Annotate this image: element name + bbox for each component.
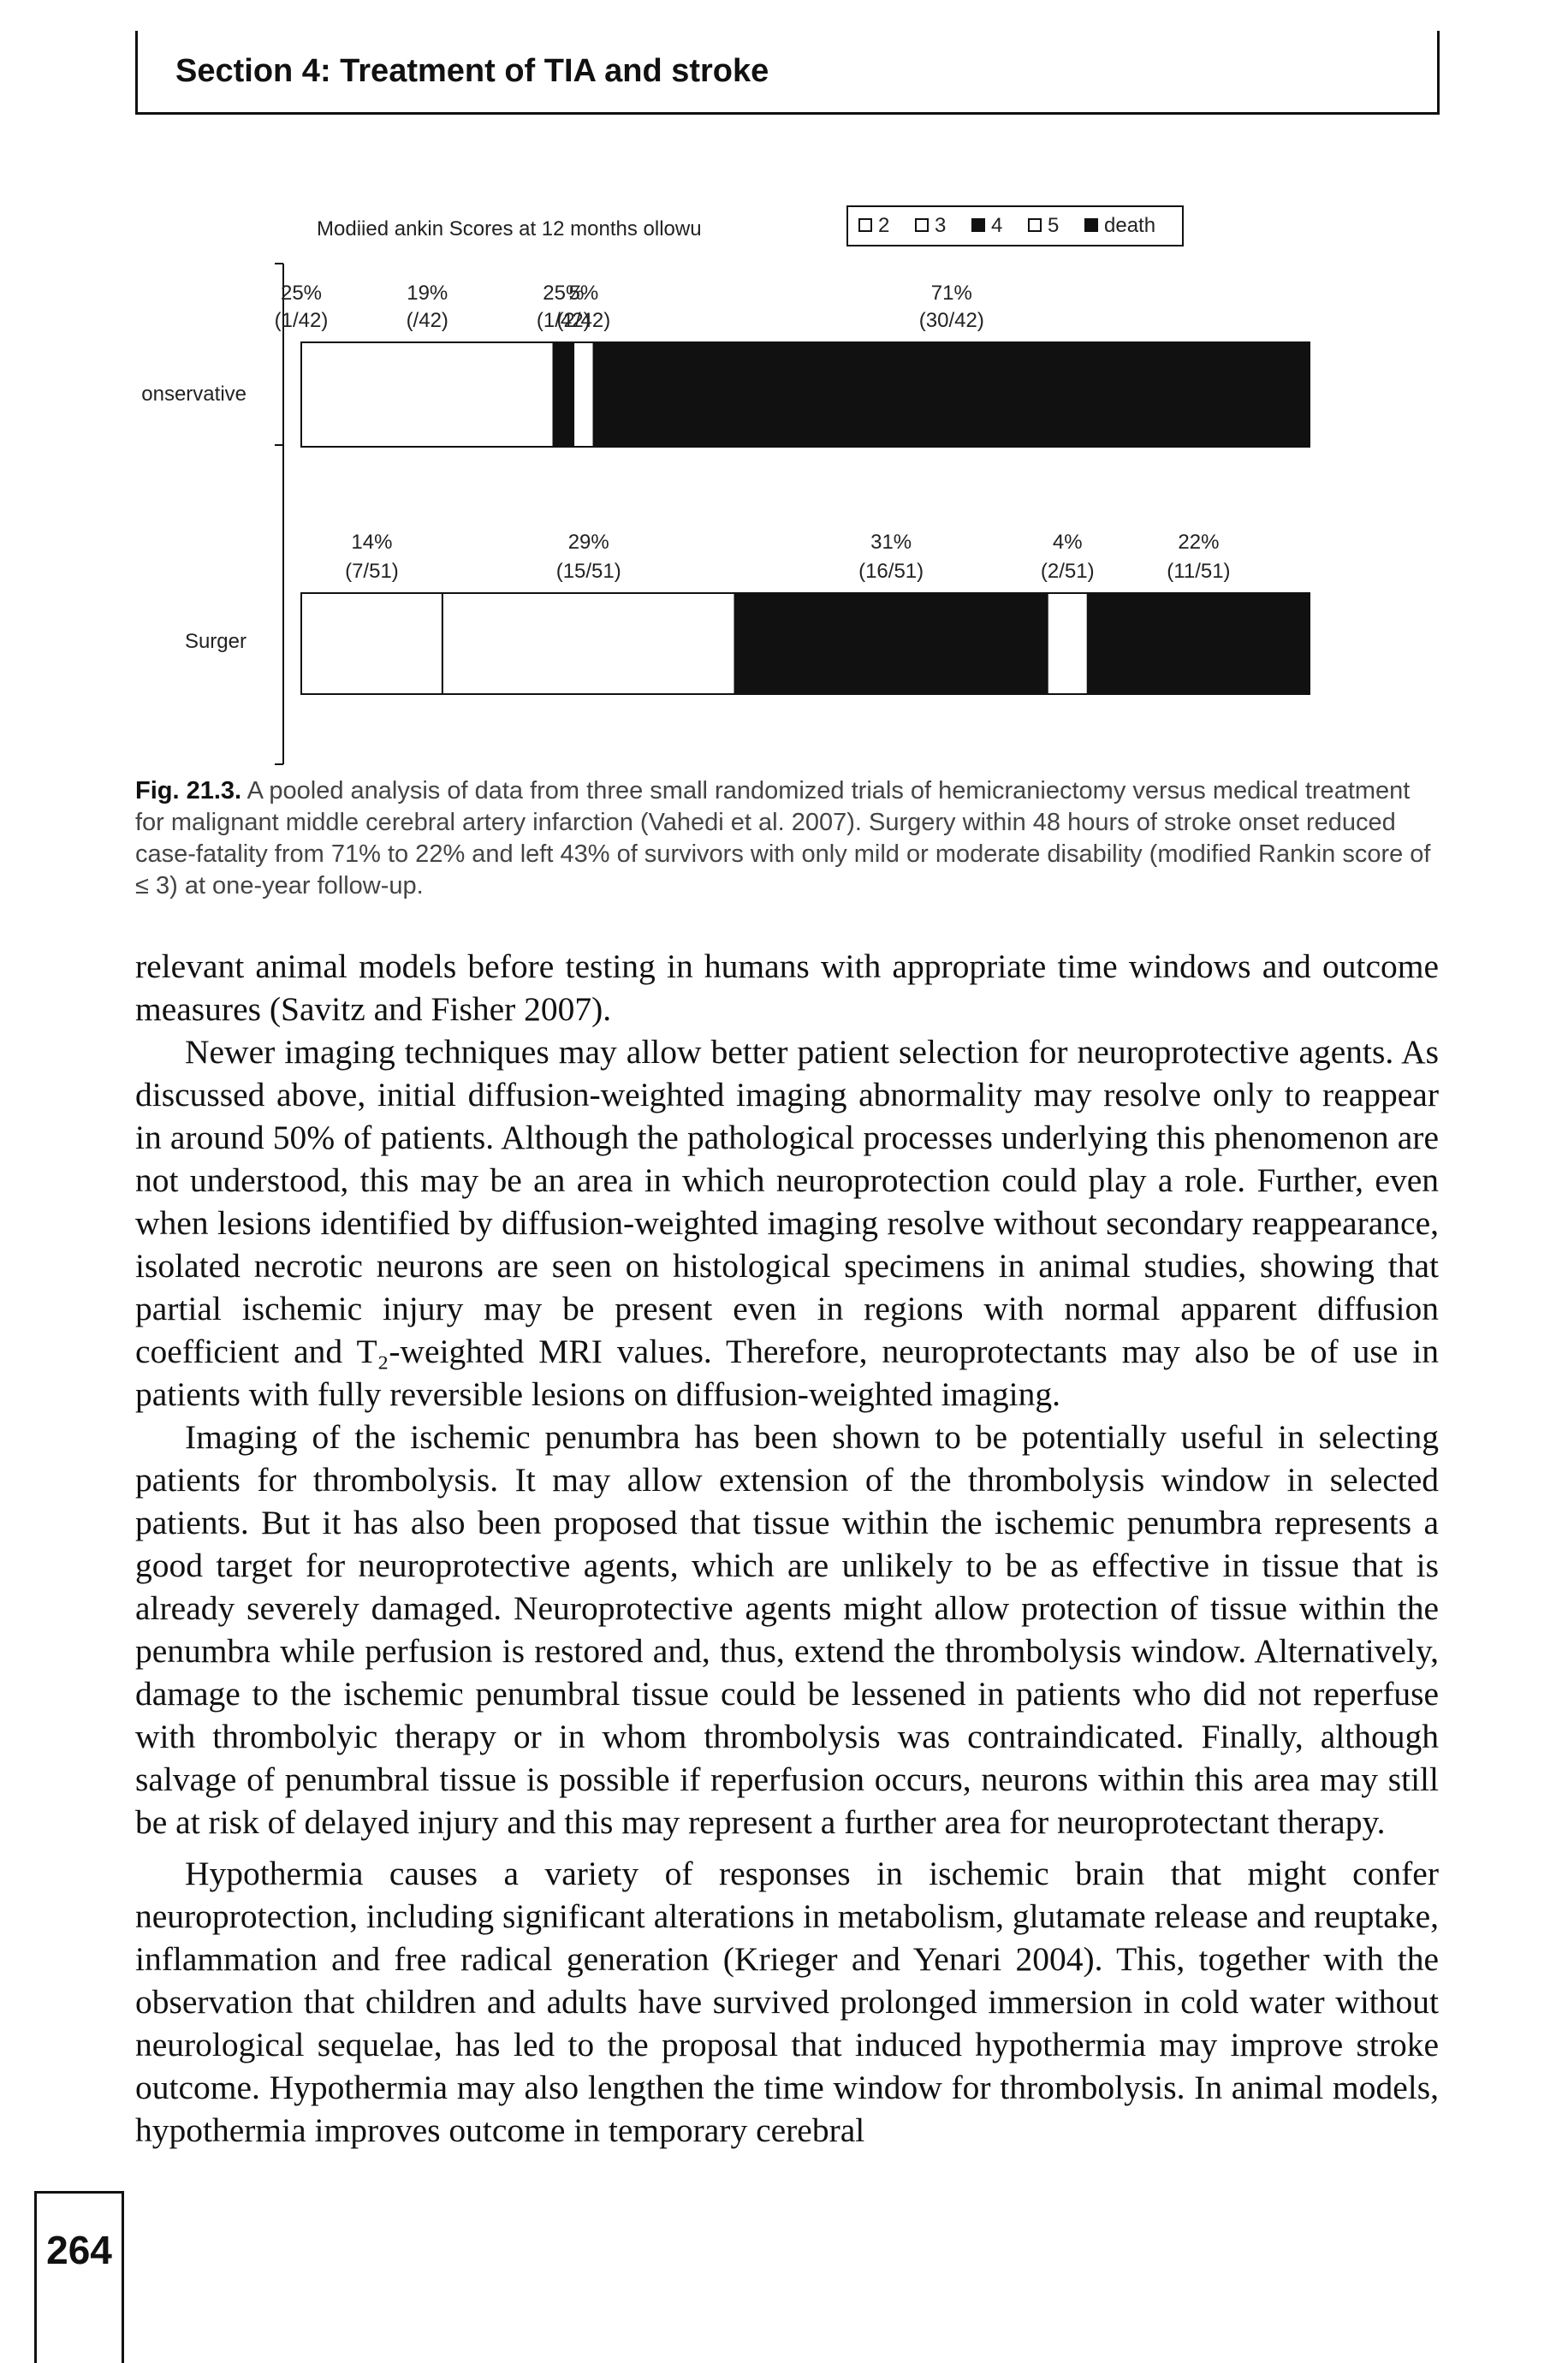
bar-label-count: (30/42) [919, 309, 984, 332]
bar-label-count: (15/51) [556, 560, 621, 583]
chart-legend: 2 3 4 5 death [858, 214, 1155, 237]
body-text: relevant animal models before testing in… [135, 945, 1439, 2152]
bar-label-count: (1/42) [537, 309, 591, 332]
chart-title: Modiied ankin Scores at 12 months ollowu [317, 217, 702, 240]
bar-label-count: (1/42) [275, 309, 329, 332]
figure-caption-text: A pooled analysis of data from three sma… [135, 777, 1431, 899]
legend-label-4: 4 [991, 214, 1002, 237]
bar-label-percent: 14% [351, 531, 392, 554]
bar-segment-4 [552, 341, 575, 448]
legend-swatch-2 [858, 218, 872, 232]
bar-label-count: (11/51) [1167, 560, 1230, 583]
bar-label-percent: 19% [407, 282, 448, 305]
bar-label-count: (/42) [407, 309, 448, 332]
section-title: Section 4: Treatment of TIA and stroke [175, 53, 769, 89]
figure-caption: Fig. 21.3. A pooled analysis of data fro… [135, 775, 1436, 902]
category-label-surgery: Surger [185, 630, 246, 653]
body-paragraph: Newer imaging techniques may allow bette… [135, 1033, 1439, 1413]
page-number-box-top [34, 2191, 124, 2194]
figure-chart: Modiied ankin Scores at 12 months ollowu… [141, 205, 1310, 765]
bar-segment-4 [734, 592, 1048, 695]
bar-label-count: (2/51) [1041, 560, 1095, 583]
bar-label-percent: 4% [1053, 531, 1083, 554]
bar-label-percent: 22% [1178, 531, 1219, 554]
body-paragraph: Imaging of the ischemic penumbra has bee… [135, 1418, 1439, 1841]
page-number-box-left [34, 2191, 37, 2363]
bar-label-count: (2/42) [556, 309, 610, 332]
header-right-rule [1437, 31, 1440, 115]
header-bottom-rule [135, 112, 1440, 115]
bar-label-percent: 5% [568, 282, 598, 305]
header-left-rule [135, 31, 138, 115]
legend-swatch-death [1084, 218, 1098, 232]
figure-label: Fig. 21.3. [135, 777, 242, 804]
legend-box [846, 205, 1184, 246]
bar-label-percent: 71% [931, 282, 972, 305]
legend-label-2: 2 [878, 214, 889, 237]
page-number-box-right [122, 2191, 124, 2363]
bar-label-percent: 29% [568, 531, 609, 554]
legend-swatch-4 [971, 218, 985, 232]
bar-segment-death [1086, 592, 1310, 695]
page-number: 264 [46, 2228, 112, 2272]
body-paragraph: relevant animal models before testing in… [135, 947, 1439, 1028]
bar-label-count: (7/51) [345, 560, 399, 583]
legend-label-3: 3 [935, 214, 946, 237]
chart-bars [300, 341, 1310, 695]
category-label-conservative: onservative [141, 383, 246, 406]
bar-label-percent: 25% [281, 282, 322, 305]
legend-swatch-3 [915, 218, 929, 232]
bar-segment-5 [1046, 592, 1089, 695]
bar-label-percent: 25% [543, 282, 584, 305]
bar-segment-3 [300, 341, 555, 448]
body-paragraph: Hypothermia causes a variety of response… [135, 1855, 1439, 2149]
legend-label-death: death [1104, 214, 1155, 237]
bar-segment-3 [441, 592, 736, 695]
bar-label-count: (16/51) [858, 560, 924, 583]
bar-segment-2 [300, 592, 443, 695]
legend-swatch-5 [1028, 218, 1042, 232]
legend-label-5: 5 [1048, 214, 1059, 237]
bar-label-percent: 31% [870, 531, 912, 554]
bar-segment-death [592, 341, 1310, 448]
bar-segment-5 [573, 341, 595, 448]
chart-bar-labels: 25% (1/42) 19% (/42) 25% (1/42) 5% (2/42) 71% (30… [275, 282, 1231, 583]
